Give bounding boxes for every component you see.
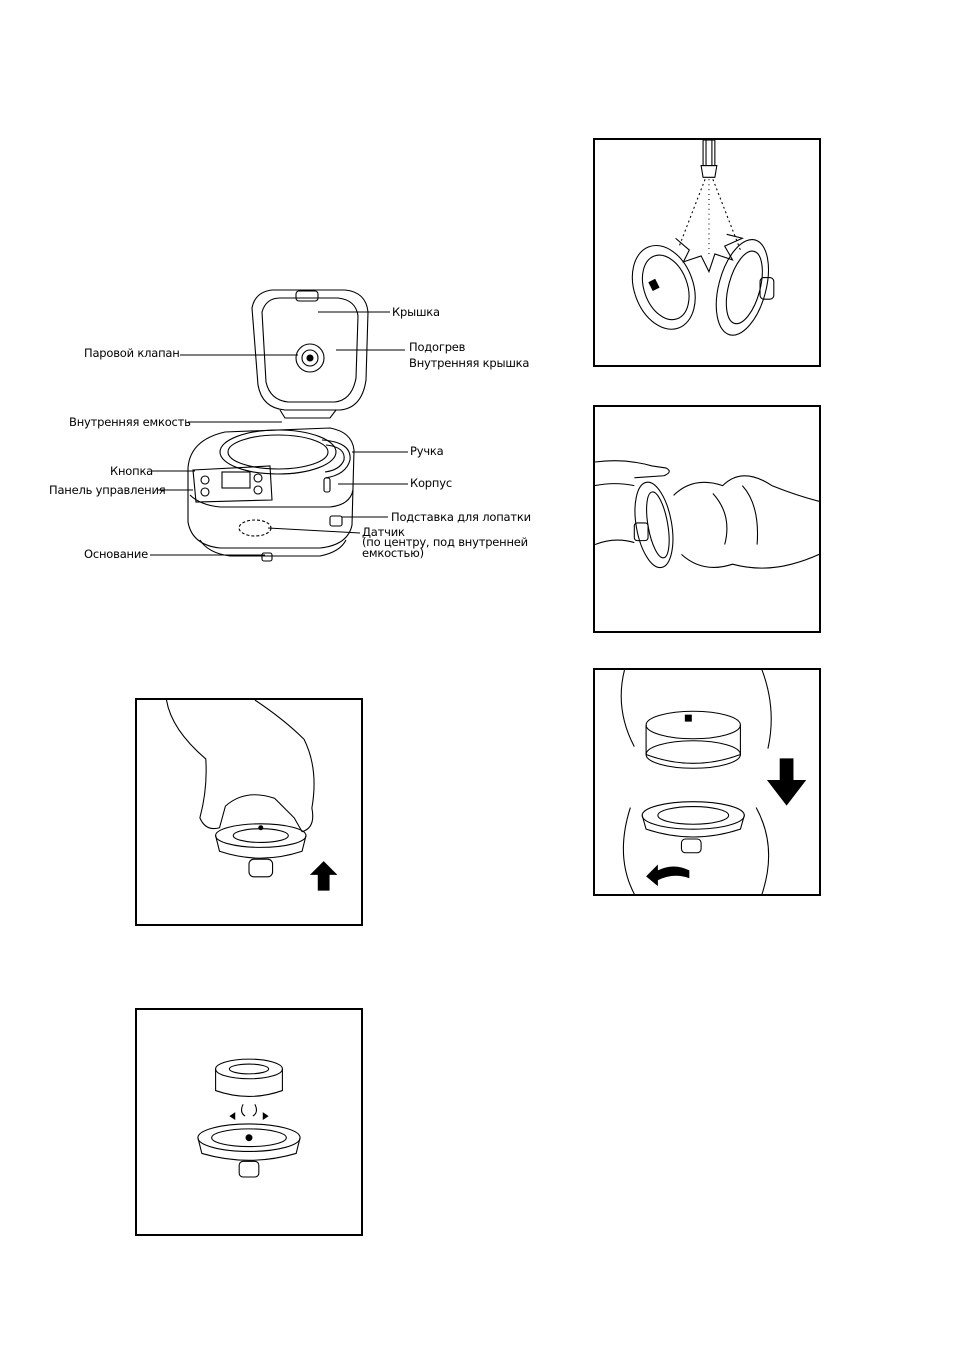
- rinse-valve-illustration: [595, 140, 819, 365]
- label-body: Корпус: [410, 477, 452, 490]
- figure-remove-valve: [135, 698, 363, 926]
- label-handle: Ручка: [410, 445, 444, 458]
- assemble-valve-illustration: [595, 670, 819, 894]
- arrow-down-icon: [767, 758, 806, 805]
- figure-wipe-valve: [593, 405, 821, 633]
- label-inner-bowl: Внутренняя емкость: [69, 416, 191, 429]
- label-inner-lid: Внутренняя крышка: [409, 357, 529, 370]
- figure-rinse-valve: [593, 138, 821, 367]
- remove-valve-illustration: [137, 700, 361, 924]
- figure-separate-valve: [135, 1008, 363, 1236]
- label-base: Основание: [84, 548, 148, 561]
- arrow-up-icon: [310, 861, 338, 890]
- wipe-valve-illustration: [595, 407, 819, 631]
- rotate-arrow-icon: [229, 1112, 268, 1120]
- label-spatula-holder: Подставка для лопатки: [391, 511, 531, 524]
- figure-assemble-valve: [593, 668, 821, 896]
- label-heating: Подогрев: [409, 341, 465, 354]
- rotate-arrow-icon: [646, 865, 689, 887]
- separate-valve-illustration: [137, 1010, 361, 1234]
- label-button: Кнопка: [110, 465, 153, 478]
- label-steam-valve: Паровой клапан: [84, 347, 180, 360]
- label-control-panel: Панель управления: [49, 484, 165, 497]
- label-sensor-note: (по центру, под внутренней емкостью): [362, 537, 532, 559]
- label-lid: Крышка: [392, 306, 440, 319]
